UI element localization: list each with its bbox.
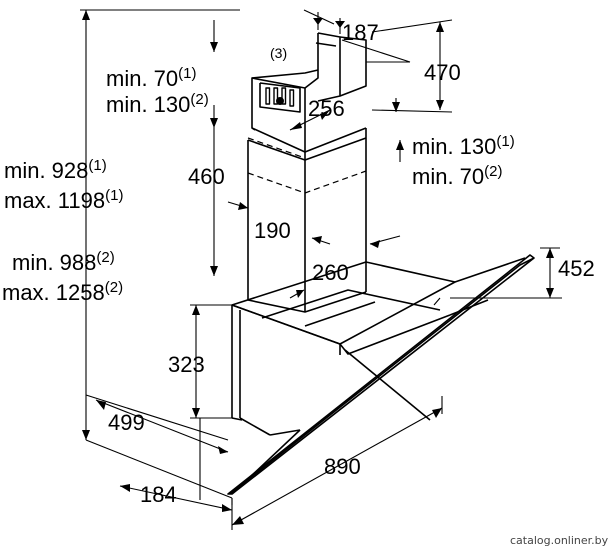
- dim-184: 184: [140, 482, 177, 507]
- dim-260: 260: [312, 260, 349, 285]
- watermark: catalog.onliner.by: [510, 534, 608, 547]
- dim-min130-2: min. 130(2): [106, 91, 209, 117]
- hood-body: [227, 254, 535, 495]
- dimension-arrowheads: [82, 10, 554, 525]
- dim-min130-1: min. 130(1): [412, 133, 515, 159]
- dim-190: 190: [254, 218, 291, 243]
- dim-187: 187: [342, 20, 379, 45]
- dim-460: 460: [188, 164, 225, 189]
- dim-min988-2: min. 988(2): [12, 249, 115, 275]
- dim-323: 323: [168, 352, 205, 377]
- dimension-lines: [80, 9, 562, 530]
- dim-452: 452: [558, 256, 595, 281]
- lower-duct: [247, 128, 367, 313]
- dim-min928-1: min. 928(1): [4, 157, 107, 183]
- dim-max1258-2: max. 1258(2): [2, 279, 123, 305]
- dim-890: 890: [324, 454, 361, 479]
- dim-min70-2: min. 70(2): [412, 163, 503, 189]
- dim-max1198-1: max. 1198(1): [4, 187, 123, 213]
- dim-499: 499: [108, 410, 145, 435]
- dim-470: 470: [424, 60, 461, 85]
- dim-min70-1: min. 70(1): [106, 65, 197, 91]
- bracket-ref-label: (3): [270, 45, 287, 61]
- dim-256: 256: [308, 96, 345, 121]
